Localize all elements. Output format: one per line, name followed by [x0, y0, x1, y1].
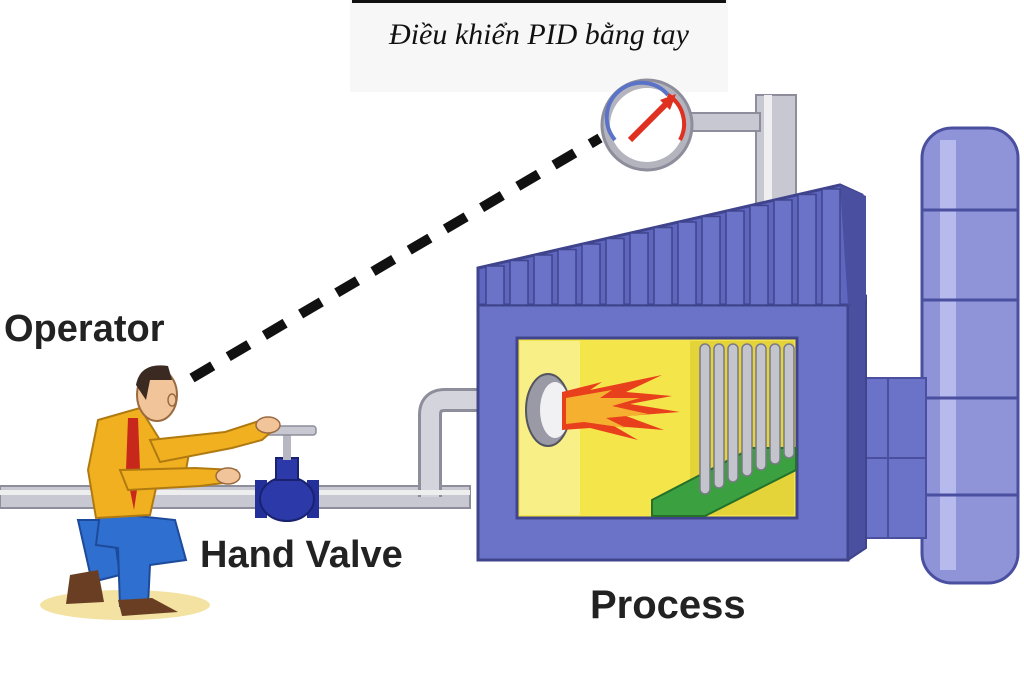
coil-tube: [783, 343, 795, 459]
coil-tube: [741, 343, 753, 477]
coil-tube: [755, 343, 767, 471]
roof-rib: [629, 232, 649, 306]
process-label: Process: [590, 583, 746, 627]
diagram-caption: Điều khiển PID bằng tay: [389, 18, 689, 51]
burner-flame-icon: [525, 373, 680, 447]
roof-rib: [605, 237, 625, 306]
roof-rib: [749, 204, 769, 306]
roof-rib: [581, 243, 601, 306]
coil-tube: [699, 343, 711, 495]
roof-rib: [701, 215, 721, 306]
coil-tube: [769, 343, 781, 465]
roof-rib: [677, 221, 697, 306]
roof-rib: [797, 193, 817, 306]
coil-tube: [727, 343, 739, 483]
roof-rib: [725, 210, 745, 306]
caption-box: [350, 0, 728, 92]
roof-rib: [533, 254, 553, 306]
caption-rule: [352, 0, 726, 3]
hand-valve-icon[interactable]: [255, 425, 319, 522]
heat-exchanger-coils: [651, 343, 797, 517]
exhaust-pipe: [689, 94, 797, 206]
roof-rib: [509, 259, 529, 306]
hand-valve-label: Hand Valve: [200, 534, 403, 576]
operator-label: Operator: [4, 308, 165, 350]
inlet-pipe: [0, 388, 478, 509]
roof-rib: [485, 265, 505, 306]
stack-cylinder: [920, 126, 1020, 585]
operator-figure: [66, 365, 281, 616]
roof-rib: [821, 188, 841, 306]
roof-rib: [653, 226, 673, 306]
roof-rib: [773, 199, 793, 306]
pressure-gauge-icon: [600, 78, 694, 172]
observation-line: [189, 133, 603, 383]
coil-tube: [713, 343, 725, 489]
roof-rib: [557, 248, 577, 306]
furnace-roof-ribs: [485, 188, 841, 306]
